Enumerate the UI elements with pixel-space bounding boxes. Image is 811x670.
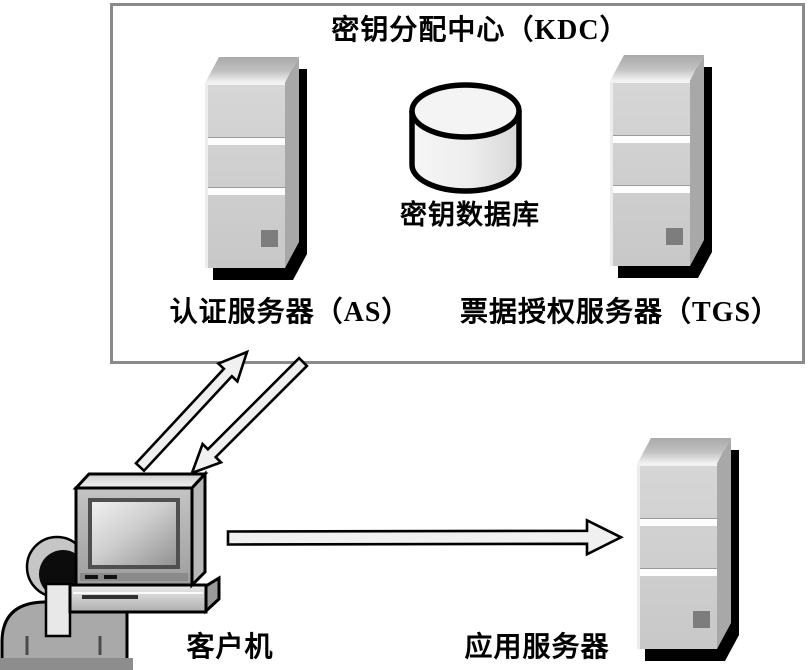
tower-front-face — [637, 464, 717, 649]
arrow-kdc-to-client-icon — [189, 356, 309, 476]
client-computer-icon — [0, 470, 221, 670]
as-server-icon — [205, 57, 307, 280]
tower-drive-button — [693, 611, 710, 628]
tower-front-face — [205, 83, 285, 268]
monitor-controls — [80, 573, 188, 581]
tower-divider — [208, 187, 285, 195]
app-server-icon — [637, 438, 739, 661]
tower-top-face — [637, 438, 731, 464]
tower-drive-button — [261, 230, 278, 247]
tower-side-face — [717, 438, 731, 649]
monitor-button — [104, 575, 117, 579]
monitor-side — [190, 470, 207, 589]
tower-divider — [640, 518, 717, 526]
monitor-button — [85, 575, 98, 579]
tower-front-face — [610, 81, 690, 266]
person-lower — [0, 658, 133, 670]
app-server-label: 应用服务器 — [464, 632, 610, 663]
tower-divider — [208, 137, 285, 145]
monitor-icon — [72, 470, 209, 589]
cylinder-top — [409, 82, 522, 140]
tower-drive-button — [666, 228, 683, 245]
database-cylinder-icon — [409, 82, 522, 194]
tower-divider — [613, 135, 690, 143]
tower-side-face — [690, 55, 704, 266]
base-drive-slot — [82, 595, 138, 599]
tgs-server-label: 票据授权服务器（TGS） — [459, 297, 781, 328]
person-neck — [44, 582, 72, 638]
base-side — [204, 575, 221, 615]
person-icon — [0, 535, 133, 670]
kdc-title-label: 密钥分配中心（KDC） — [331, 15, 629, 46]
as-server-label: 认证服务器（AS） — [169, 297, 411, 328]
client-label: 客户机 — [186, 632, 274, 663]
tower-divider — [640, 568, 717, 576]
tower-side-face — [285, 57, 299, 268]
tower-top-face — [205, 57, 299, 83]
arrow-client-to-kdc-icon — [134, 349, 250, 473]
tgs-server-icon — [610, 55, 712, 278]
monitor-top — [72, 472, 209, 490]
monitor-screen — [88, 498, 180, 569]
computer-base-icon — [68, 575, 221, 615]
tower-top-face — [610, 55, 704, 81]
tower-divider — [613, 185, 690, 193]
arrow-client-to-app-server-icon — [226, 518, 624, 557]
key-database-label: 密钥数据库 — [400, 200, 540, 230]
